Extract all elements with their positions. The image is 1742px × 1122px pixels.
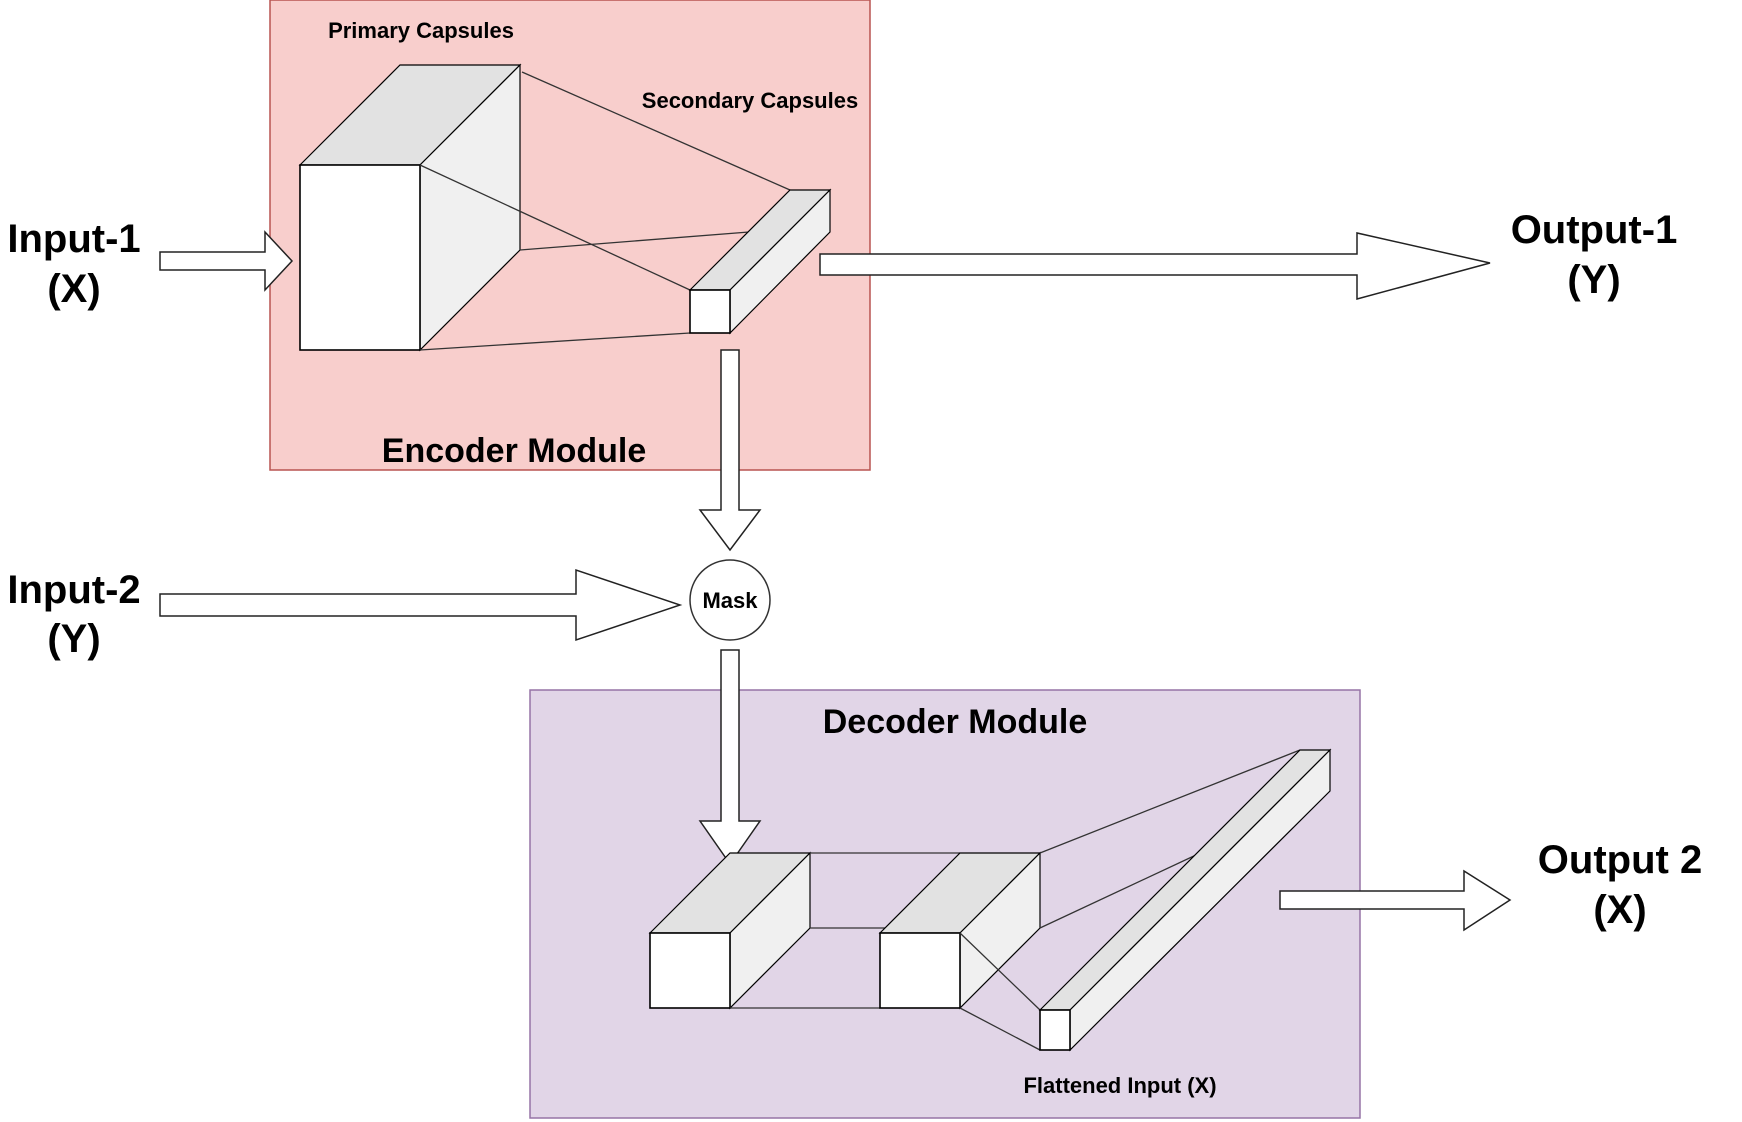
input-1-sublabel: (X) xyxy=(47,267,100,311)
connection-line xyxy=(1039,854,1197,929)
mask-to-decoder-arrow xyxy=(698,649,762,866)
primary-capsules-label: Primary Capsules xyxy=(328,18,514,43)
output-2-sublabel: (X) xyxy=(1593,888,1646,932)
flattened-front-face xyxy=(1039,1009,1071,1051)
flattened-input-label: Flattened Input (X) xyxy=(1023,1073,1216,1098)
connection-line xyxy=(521,71,791,191)
secondary-front-face xyxy=(689,289,731,334)
input-1-label: Input-1 xyxy=(7,217,140,261)
connection-line xyxy=(1039,749,1301,854)
connection-line xyxy=(419,332,691,351)
connection-line xyxy=(959,932,1041,1011)
decoder-layer-1-block xyxy=(648,851,812,1010)
output-1-sublabel: (Y) xyxy=(1567,258,1620,302)
decoder-inter-block-connections xyxy=(730,852,960,1009)
primary-front-face xyxy=(299,164,421,351)
input-2-sublabel: (Y) xyxy=(47,617,100,661)
decoder-layer-2-block xyxy=(878,851,1042,1010)
decoder-layer-2-front-face xyxy=(879,932,961,1009)
output-1-arrow xyxy=(819,232,1491,300)
secondary-capsules-block xyxy=(688,188,832,335)
encoder-to-mask-arrow xyxy=(698,349,762,552)
secondary-capsules-label: Secondary Capsules xyxy=(642,88,858,113)
primary-secondary-connections xyxy=(419,71,791,351)
output-2-arrow xyxy=(1279,869,1512,932)
connection-line xyxy=(419,164,691,291)
flattened-input-block xyxy=(1038,748,1332,1052)
mask-label: Mask xyxy=(702,588,758,613)
connection-line xyxy=(519,231,750,251)
mask-node xyxy=(689,559,771,641)
connection-line xyxy=(959,1007,1041,1051)
encoder-module-title: Encoder Module xyxy=(382,432,646,470)
decoder-module-title: Decoder Module xyxy=(823,703,1087,741)
decoder-layer-1-front-face xyxy=(649,932,731,1009)
primary-capsules-block xyxy=(298,63,522,352)
decoder-flatten-connections xyxy=(959,749,1301,1051)
input-2-arrow xyxy=(159,568,683,642)
output-2-label: Output 2 xyxy=(1538,838,1702,882)
input-1-arrow xyxy=(159,230,294,292)
output-1-label: Output-1 xyxy=(1511,208,1678,252)
input-2-label: Input-2 xyxy=(7,568,140,612)
